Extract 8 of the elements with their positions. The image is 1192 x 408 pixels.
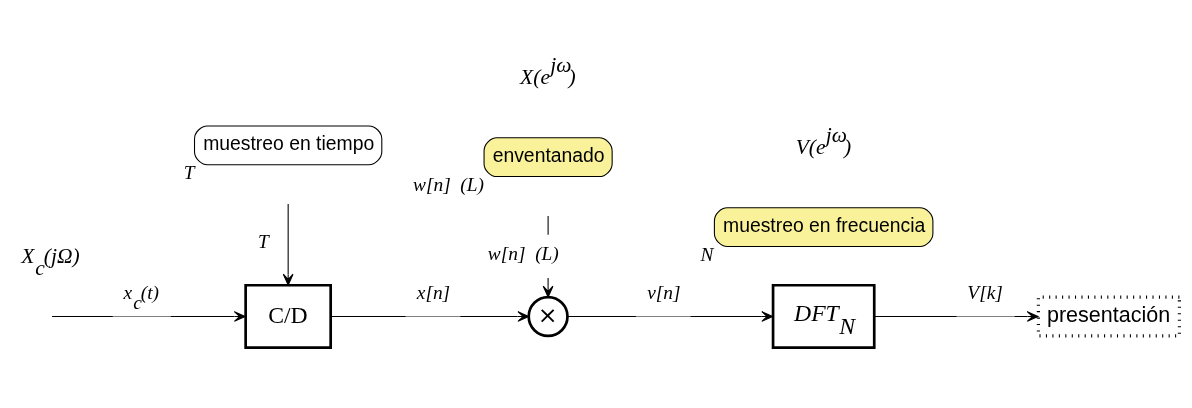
node-label: N	[700, 243, 714, 265]
edge-label: T	[258, 231, 269, 253]
node-label: w[n] (L)	[413, 173, 485, 195]
edge-label: x[n]	[416, 281, 451, 303]
edge-label: v[n]	[647, 281, 681, 303]
edge-label: w[n] (L)	[487, 243, 559, 265]
edge-label: V[k]	[967, 281, 1003, 303]
node-label: T	[183, 162, 195, 184]
